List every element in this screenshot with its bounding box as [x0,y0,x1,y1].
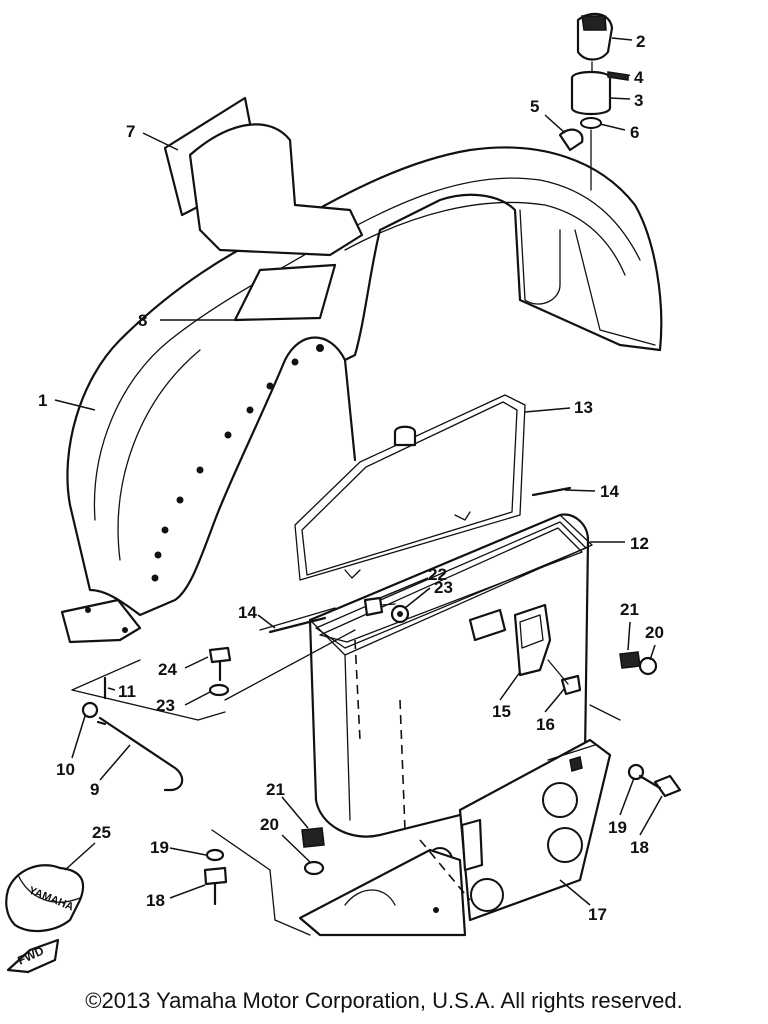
callout-18-right: 18 [630,838,649,857]
callout-20-right: 20 [645,623,664,642]
callout-5: 5 [530,97,539,116]
tool-pouch: YAMAHA [5,864,85,933]
callout-8: 8 [138,311,147,330]
copyright-notice: ©2013 Yamaha Motor Corporation, U.S.A. A… [85,988,683,1013]
callout-13: 13 [574,398,593,417]
callout-22: 22 [428,565,447,584]
mount-bracket [298,738,612,937]
callout-15: 15 [492,702,511,721]
callout-10: 10 [56,760,75,779]
callout-labels: 2 4 3 5 6 7 8 1 13 14 12 22 23 14 24 23 … [38,32,664,924]
callout-14-left: 14 [238,603,257,622]
rear-fender [60,146,663,644]
cap-assembly [558,12,629,191]
storage-box [259,513,593,838]
fwd-arrow: FWD [6,938,60,974]
callout-1: 1 [38,391,47,410]
callout-12: 12 [630,534,649,553]
callout-19-right: 19 [608,818,627,837]
callout-23-left: 23 [156,696,175,715]
leader-lines [54,37,663,906]
callout-16: 16 [536,715,555,734]
callout-2: 2 [636,32,645,51]
callout-7: 7 [126,122,135,141]
callout-14-top: 14 [600,482,619,501]
seat-pad [163,96,364,257]
callout-24: 24 [158,660,177,679]
callout-25: 25 [92,823,111,842]
callout-23-top: 23 [434,578,453,597]
callout-18-left: 18 [146,891,165,910]
callout-20-mid: 20 [260,815,279,834]
callout-21-mid: 21 [266,780,285,799]
callout-9: 9 [90,780,99,799]
callout-4: 4 [634,68,644,87]
gasket-frame [294,394,526,581]
callout-19-left: 19 [150,838,169,857]
callout-11: 11 [118,682,136,701]
callout-21-right: 21 [620,600,639,619]
fender-plate [233,263,337,322]
callout-3: 3 [634,91,643,110]
callout-6: 6 [630,123,639,142]
small-hardware [81,486,682,906]
construction-lines [71,629,621,936]
callout-17: 17 [588,905,607,924]
